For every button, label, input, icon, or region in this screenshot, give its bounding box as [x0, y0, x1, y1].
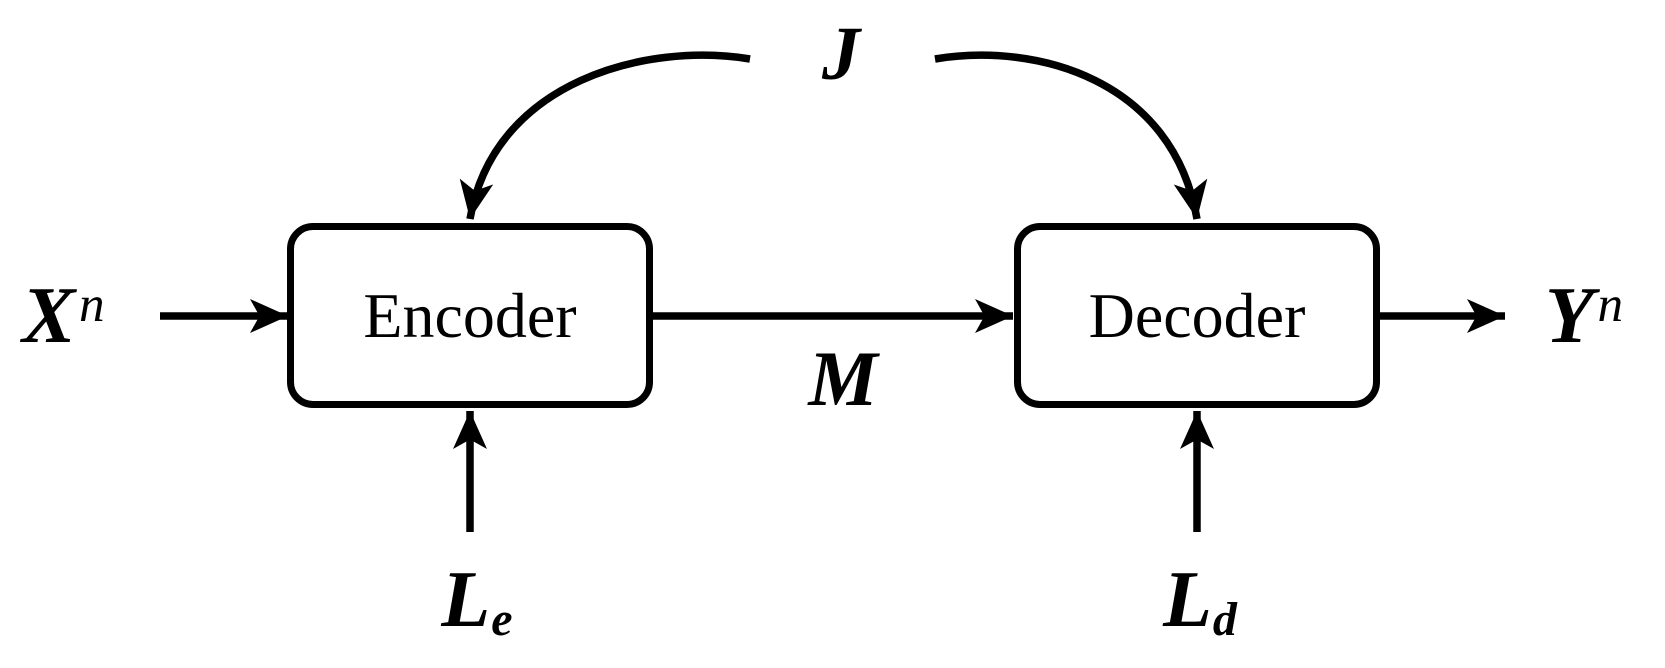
output-symbol: Y	[1545, 272, 1594, 360]
output-superscript: n	[1597, 275, 1624, 333]
encoder-randomness-subscript: e	[491, 592, 513, 646]
output-sequence-label: Yn	[1545, 276, 1623, 356]
arrow-shared-randomness-to-encoder	[459, 51, 751, 220]
shared-randomness-symbol: J	[822, 12, 860, 96]
message-label: M	[808, 340, 877, 418]
shared-randomness-label: J	[822, 16, 860, 92]
source-sequence-label: Xn	[22, 276, 105, 356]
source-symbol: X	[22, 272, 76, 360]
encoder-randomness-label: Le	[441, 560, 512, 643]
source-superscript: n	[78, 275, 105, 333]
encoder-label: Encoder	[363, 279, 577, 351]
encoder-block: Encoder	[287, 223, 653, 408]
message-symbol: M	[808, 335, 878, 422]
arrow-shared-randomness-to-decoder	[934, 51, 1208, 220]
decoder-randomness-symbol: L	[1163, 556, 1212, 644]
decoder-randomness-subscript: d	[1212, 592, 1237, 646]
decoder-randomness-label: Ld	[1163, 560, 1237, 643]
decoder-block: Decoder	[1014, 223, 1380, 408]
encoder-randomness-symbol: L	[441, 556, 491, 644]
decoder-label: Decoder	[1088, 279, 1306, 351]
